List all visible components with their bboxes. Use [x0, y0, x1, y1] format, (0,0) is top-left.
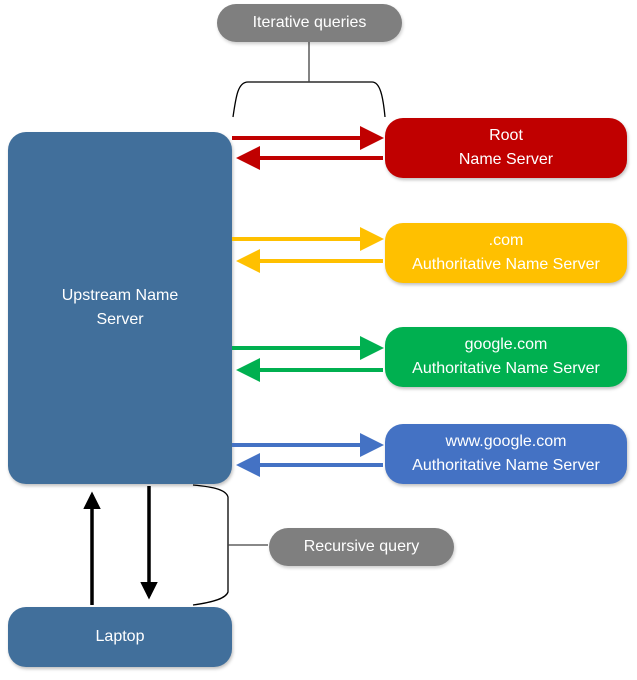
laptop-node: Laptop — [8, 607, 232, 667]
upstream-label-line2: Server — [96, 311, 144, 328]
root-label-line2: Name Server — [458, 151, 554, 168]
com-label-line2: Authoritative Name Server — [412, 256, 600, 273]
upstream-label-line1: Upstream Name — [61, 287, 179, 304]
laptop-label: Laptop — [95, 628, 145, 645]
com-label-line1: .com — [488, 232, 524, 249]
www-google-com-authoritative-name-server: www.google.com Authoritative Name Server — [385, 424, 627, 484]
recursive-query-label: Recursive query — [269, 528, 454, 566]
root-name-server: Root Name Server — [385, 118, 627, 178]
google-label-line2: Authoritative Name Server — [412, 360, 600, 377]
www-label-line1: www.google.com — [445, 433, 567, 450]
google-label-line1: google.com — [464, 336, 548, 353]
google-com-authoritative-name-server: google.com Authoritative Name Server — [385, 327, 627, 387]
recursive-query-text: Recursive query — [303, 538, 420, 555]
iterative-brace — [232, 81, 386, 118]
iterative-queries-text: Iterative queries — [252, 14, 367, 31]
www-label-line2: Authoritative Name Server — [412, 457, 600, 474]
com-authoritative-name-server: .com Authoritative Name Server — [385, 223, 627, 283]
recursive-brace — [192, 484, 229, 606]
upstream-name-server: Upstream Name Server — [8, 132, 232, 484]
root-label-line1: Root — [489, 127, 523, 144]
iterative-queries-label: Iterative queries — [217, 4, 402, 42]
